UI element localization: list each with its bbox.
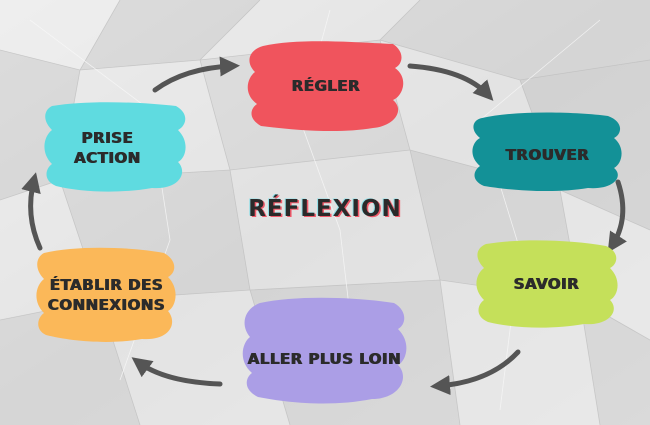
step-etablir-des-connexions: ÉTABLIR DES CONNEXIONS — [32, 245, 180, 345]
step-regler: RÉGLER — [243, 38, 408, 133]
step-aller-plus-loin-label: ALLER PLUS LOIN — [247, 350, 401, 368]
step-etablir-des-connexions-label: ÉTABLIR DES CONNEXIONS — [47, 276, 165, 314]
step-trouver: TROUVER — [468, 110, 626, 192]
step-savoir-label: SAVOIR — [513, 275, 579, 293]
step-aller-plus-loin: ALLER PLUS LOIN — [236, 295, 412, 407]
step-prise-action-label: PRISE ACTION — [73, 128, 141, 167]
center-title: RÉFLEXION — [248, 196, 402, 222]
step-regler-label: RÉGLER — [291, 76, 360, 95]
step-trouver-label: TROUVER — [505, 146, 589, 164]
step-savoir: SAVOIR — [472, 238, 620, 330]
step-prise-action: PRISE ACTION — [40, 100, 190, 195]
